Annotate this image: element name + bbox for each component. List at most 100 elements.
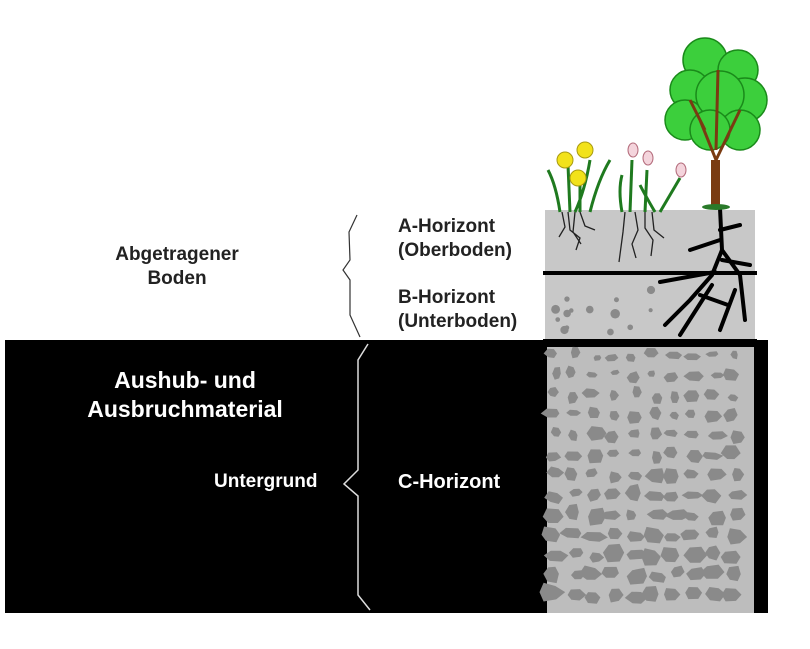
- tree-icon: [664, 37, 768, 210]
- stone: [701, 489, 722, 504]
- stone: [730, 507, 746, 521]
- subsoil-base-label: Untergrund: [214, 471, 318, 492]
- stone: [643, 526, 664, 544]
- stone: [705, 526, 719, 538]
- stone: [732, 468, 745, 482]
- stone: [710, 372, 725, 379]
- stone: [705, 545, 721, 561]
- stone: [730, 430, 745, 444]
- stone: [604, 488, 621, 500]
- stone: [541, 526, 561, 543]
- stone: [570, 346, 581, 359]
- stone: [586, 426, 607, 441]
- stone: [587, 488, 601, 502]
- stone: [686, 567, 706, 581]
- stone: [564, 451, 583, 461]
- tree-roots: [658, 206, 752, 337]
- stone: [607, 527, 623, 540]
- a-horizon-name: A-Horizont: [398, 216, 496, 237]
- stone: [613, 297, 619, 303]
- stone: [580, 532, 608, 542]
- stone: [584, 592, 601, 604]
- stone: [686, 450, 703, 463]
- stone: [609, 411, 620, 421]
- stone: [726, 565, 741, 582]
- stone: [628, 471, 643, 481]
- stone: [626, 371, 640, 384]
- stone: [587, 449, 604, 464]
- stone: [540, 408, 560, 418]
- stone: [604, 354, 619, 362]
- stone: [632, 386, 642, 398]
- b-horizon-label: B-Horizont (Unterboden): [398, 286, 517, 334]
- stone: [720, 550, 741, 564]
- stone: [707, 468, 727, 481]
- stone: [650, 427, 663, 440]
- stone: [663, 372, 679, 383]
- stone: [708, 510, 726, 526]
- stone: [609, 390, 619, 401]
- stone: [564, 296, 570, 302]
- b-horizon-layer: [545, 273, 755, 340]
- stone: [730, 350, 738, 360]
- stone: [647, 370, 655, 377]
- stone: [663, 429, 678, 437]
- stone: [684, 409, 696, 418]
- stone: [568, 429, 578, 441]
- stone: [563, 309, 571, 318]
- stone: [643, 348, 659, 358]
- stone: [683, 390, 700, 403]
- stone: [681, 491, 704, 499]
- stone: [648, 308, 653, 313]
- stone: [593, 355, 602, 361]
- b-horizon-name: B-Horizont: [398, 287, 496, 308]
- stone: [565, 503, 579, 521]
- c-horizon-label: C-Horizont: [398, 471, 501, 493]
- stone: [646, 509, 669, 520]
- stone: [601, 566, 619, 578]
- stone: [626, 567, 647, 585]
- stone: [705, 587, 726, 602]
- stone: [539, 582, 566, 602]
- stone: [727, 528, 748, 545]
- stone: [551, 304, 561, 314]
- stone: [723, 368, 739, 381]
- stone: [588, 507, 606, 526]
- tulip-icon: [618, 142, 687, 213]
- b-horizon-stones: [551, 285, 656, 336]
- stone: [567, 589, 587, 601]
- stone: [542, 508, 564, 523]
- stone: [608, 588, 624, 603]
- stone: [663, 468, 679, 484]
- stone: [543, 348, 557, 358]
- stone: [586, 371, 598, 378]
- stone: [568, 548, 584, 558]
- excavation-label: Aushub- und Ausbruchmaterial: [50, 366, 320, 424]
- stone: [604, 430, 619, 444]
- stone: [727, 394, 739, 402]
- removed-soil-line-2: Boden: [147, 267, 207, 289]
- stone: [550, 427, 562, 437]
- plant-roots: [558, 211, 665, 263]
- stone: [670, 391, 680, 403]
- stone: [702, 452, 724, 460]
- stone: [559, 527, 582, 539]
- stone: [644, 491, 665, 501]
- stone: [665, 351, 683, 360]
- stone: [555, 317, 561, 322]
- stone: [624, 591, 648, 604]
- stone: [607, 328, 614, 336]
- stone: [720, 445, 741, 460]
- stone: [606, 449, 620, 457]
- stone: [545, 452, 562, 462]
- stone: [625, 353, 636, 362]
- stone: [585, 468, 598, 478]
- removed-soil-line-1: Abgetragener: [115, 244, 239, 265]
- stone: [565, 365, 576, 379]
- stone: [683, 371, 704, 382]
- stone: [610, 369, 620, 375]
- stone: [651, 393, 663, 404]
- stone: [609, 471, 622, 484]
- stone: [587, 406, 600, 418]
